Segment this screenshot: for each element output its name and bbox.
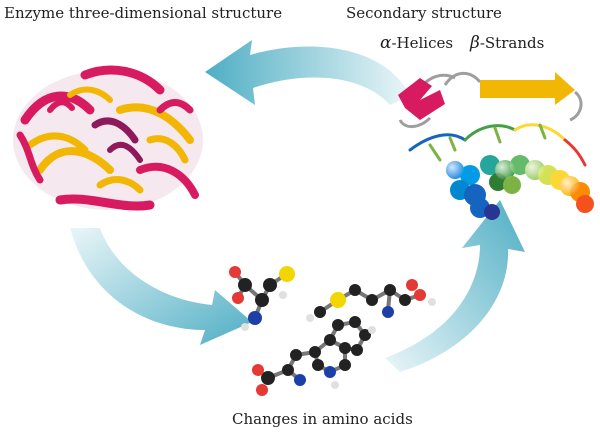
- cycle-arrow-left: [70, 228, 252, 345]
- alpha-helices-label: α-Helices: [380, 33, 453, 53]
- enzyme-structure-label: Enzyme three-dimensional structure: [4, 4, 283, 22]
- alpha-symbol: α: [380, 33, 392, 53]
- molecule-cysteine: [229, 266, 295, 331]
- beta-symbol: β: [470, 33, 480, 53]
- enzyme-3d-structure-image: [13, 65, 203, 211]
- molecule-tryptophan: [252, 316, 376, 396]
- molecule-methionine: [306, 279, 436, 322]
- amino-acids-label: Changes in amino acids: [232, 410, 413, 428]
- cycle-arrow-right: [385, 200, 525, 372]
- alpha-text: -Helices: [391, 34, 454, 52]
- cycle-arrow-top: [205, 40, 410, 105]
- beta-strand-arrow: [480, 72, 575, 105]
- secondary-structure-label: Secondary structure: [346, 4, 502, 22]
- alpha-helix-ribbon: [398, 78, 445, 120]
- secondary-structure-image: [398, 71, 594, 220]
- beta-strands-label: β-Strands: [470, 33, 544, 53]
- beta-text: -Strands: [479, 34, 545, 52]
- amino-acid-molecules-image: [229, 266, 436, 396]
